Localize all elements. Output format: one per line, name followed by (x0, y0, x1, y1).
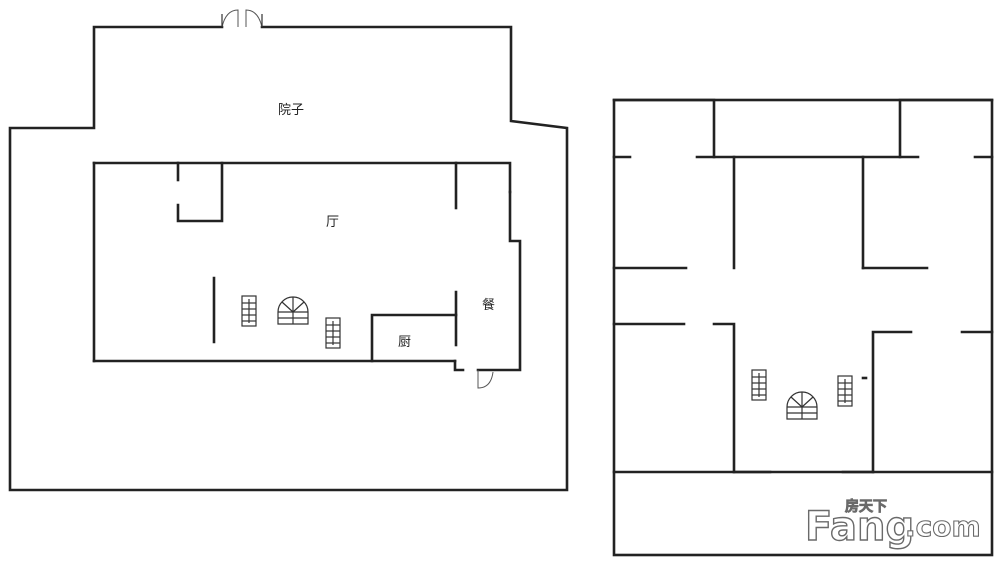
room-label-hall: 厅 (326, 215, 339, 230)
house-wall (92, 161, 512, 194)
fang-watermark: 房天下 Fang .com (804, 498, 981, 551)
outer-wall (612, 98, 994, 557)
watermark-top-text: 房天下 (845, 498, 887, 515)
room-label-courtyard: 院子 (278, 103, 304, 118)
house-east-wall (476, 190, 522, 372)
notch-ne (898, 98, 994, 159)
room-label-kitchen: 厨 (398, 335, 411, 350)
stair-icon (751, 369, 767, 401)
notch-nw (612, 98, 716, 159)
watermark-suffix-text: .com (905, 510, 981, 543)
closet-wall-2 (176, 161, 224, 223)
partition-wall (871, 330, 913, 474)
room-label-dining: 餐 (482, 297, 495, 313)
back-door-arc (477, 370, 494, 389)
partition-wall (712, 322, 736, 474)
stair-icon (325, 317, 341, 349)
left-floor-plan: 院子 厅 餐 厨 (8, 9, 569, 492)
right-floor-plan (612, 98, 994, 557)
stair-icon (241, 295, 257, 327)
entry-wall (453, 359, 465, 372)
courtyard-outer-wall (8, 25, 569, 492)
spiral-stair-icon (277, 296, 309, 325)
spiral-stair-icon (786, 391, 818, 420)
kitchen-wall (370, 290, 458, 363)
stair-icon (837, 375, 853, 407)
watermark-main-text: Fang (805, 504, 914, 550)
courtyard-gate (221, 9, 263, 28)
